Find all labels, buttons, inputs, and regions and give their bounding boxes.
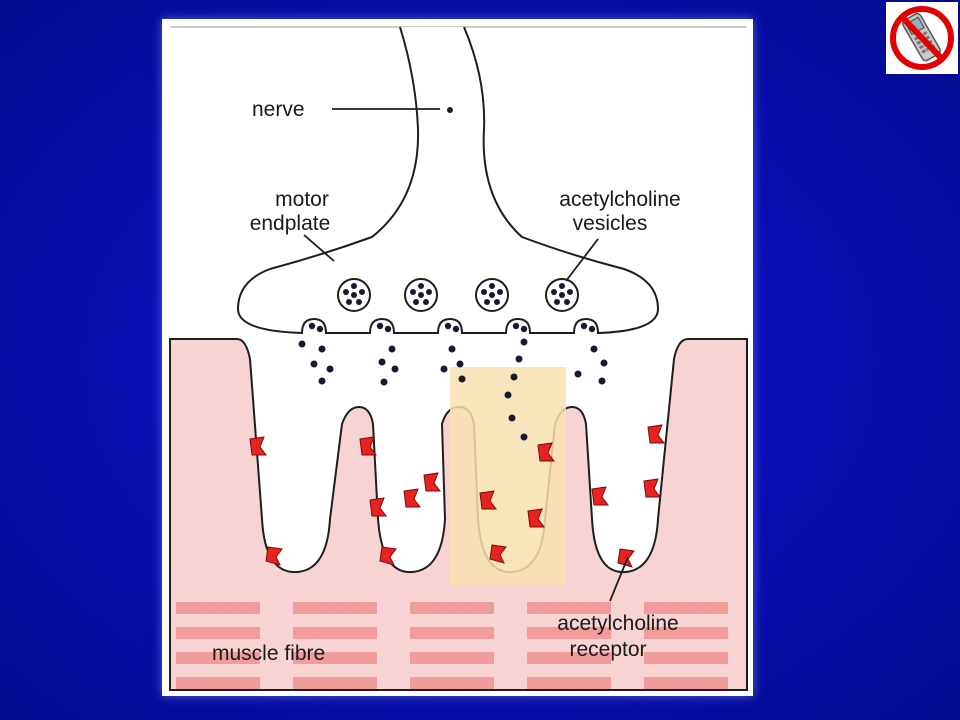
neuromuscular-junction-diagram: nerve motor endplate acetylcholine vesic… <box>169 26 748 691</box>
vesicle-group <box>337 278 579 312</box>
label-receptor-line2: receptor <box>569 638 646 661</box>
label-endplate: endplate <box>250 212 331 235</box>
acetylcholine-vesicle <box>337 278 371 312</box>
diagram-panel: nerve motor endplate acetylcholine vesic… <box>162 19 753 696</box>
label-vesicles-line1: acetylcholine <box>559 188 680 211</box>
acetylcholine-vesicle <box>545 278 579 312</box>
label-vesicles-line2: vesicles <box>573 212 648 235</box>
label-receptor-line1: acetylcholine <box>557 612 678 635</box>
muscle-striations <box>176 602 728 689</box>
nerve-and-endplate <box>236 26 660 335</box>
acetylcholine-vesicle <box>475 278 509 312</box>
label-motor: motor <box>275 188 329 211</box>
label-nerve: nerve <box>252 98 305 121</box>
released-acetylcholine <box>298 322 608 441</box>
acetylcholine-vesicle <box>404 278 438 312</box>
acetylcholine-receptors <box>249 424 665 568</box>
cleft-highlight <box>450 367 566 585</box>
leader-lines <box>303 108 629 602</box>
label-muscle-fibre: muscle fibre <box>212 642 325 665</box>
no-mobile-phone-icon <box>886 2 958 74</box>
